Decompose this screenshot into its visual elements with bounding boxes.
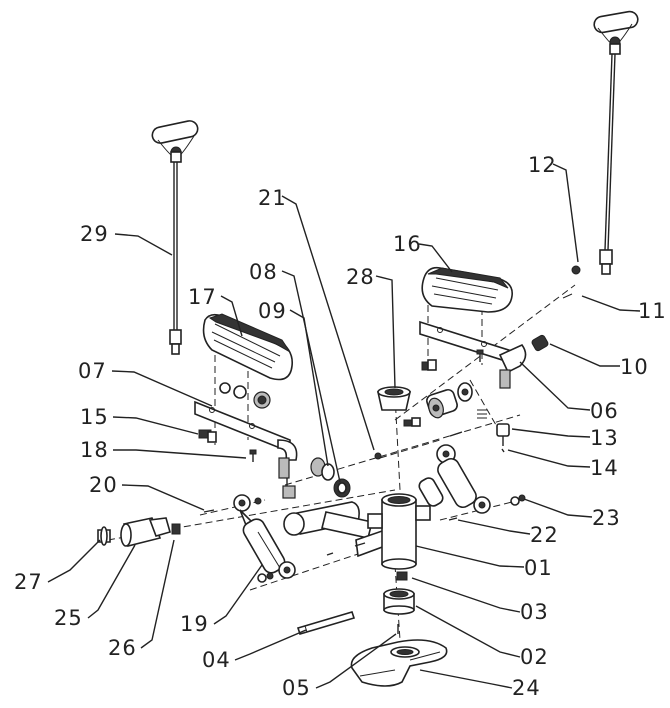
handle-cord-left	[151, 120, 199, 355]
bottom-joint	[383, 571, 415, 615]
callout-17: 17	[188, 285, 217, 309]
callout-04: 04	[202, 648, 231, 672]
cylinder-right	[418, 444, 491, 514]
small-fasteners	[203, 265, 581, 634]
callout-10: 10	[620, 355, 649, 379]
callout-18: 18	[80, 438, 109, 462]
callout-05: 05	[282, 676, 311, 700]
callout-22: 22	[530, 523, 559, 547]
callout-09: 09	[258, 299, 287, 323]
callout-06: 06	[590, 399, 619, 423]
callout-23: 23	[592, 506, 621, 530]
rings-and-bushings	[282, 457, 351, 499]
callout-20: 20	[89, 473, 118, 497]
callout-25: 25	[54, 606, 83, 630]
pedal-left	[202, 313, 294, 381]
callout-26: 26	[108, 636, 137, 660]
callout-02: 02	[520, 645, 549, 669]
leader-lines	[47, 163, 641, 689]
main-frame	[283, 493, 431, 570]
callout-24: 24	[512, 676, 541, 700]
pedal-arm-right	[419, 320, 527, 389]
callout-11: 11	[638, 299, 667, 323]
handle-cord-right	[593, 10, 639, 275]
pedal-right	[421, 266, 513, 313]
callout-14: 14	[590, 456, 619, 480]
end-cap-assembly	[97, 517, 181, 547]
axle	[296, 611, 356, 635]
callout-27: 27	[14, 570, 43, 594]
callout-15: 15	[80, 405, 109, 429]
top-cap	[377, 386, 411, 411]
callout-16: 16	[393, 232, 422, 256]
cap-and-spring	[477, 334, 549, 446]
pedal-fasteners	[198, 349, 484, 462]
assembly-axes	[107, 284, 576, 641]
callout-12: 12	[528, 153, 557, 177]
callout-08: 08	[249, 260, 278, 284]
callout-19: 19	[180, 612, 209, 636]
callout-13: 13	[590, 426, 619, 450]
base	[350, 639, 448, 687]
callout-01: 01	[524, 556, 553, 580]
center-bearing-block	[403, 382, 473, 427]
callout-03: 03	[520, 600, 549, 624]
cylinder-left	[233, 494, 296, 579]
pedal-arm-left	[194, 382, 298, 479]
callout-21: 21	[258, 186, 287, 210]
callout-29: 29	[80, 222, 109, 246]
callout-07: 07	[78, 359, 107, 383]
callout-labels: 29 21 12 16 08 28 11 17 09 10 07 06 15 1…	[14, 153, 667, 700]
callout-28: 28	[346, 265, 375, 289]
